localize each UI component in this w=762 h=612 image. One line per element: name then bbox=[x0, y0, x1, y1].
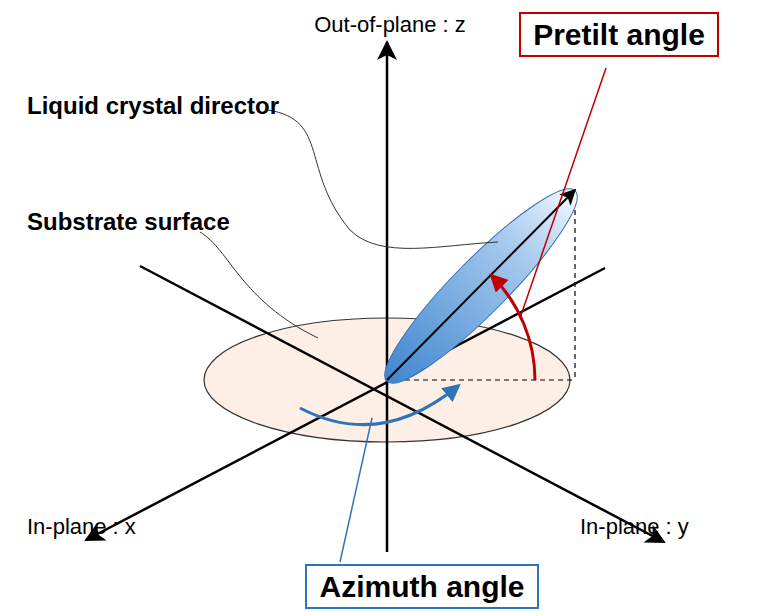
callout-text: Azimuth angle bbox=[319, 570, 524, 603]
callout-text: Pretilt angle bbox=[533, 18, 705, 51]
part-label: Substrate surface bbox=[27, 208, 230, 236]
azimuth-arc bbox=[300, 386, 458, 425]
leader-line bbox=[200, 232, 318, 338]
callout-box: Pretilt angle bbox=[519, 12, 719, 57]
projection-line bbox=[387, 379, 575, 380]
leader-line bbox=[268, 110, 498, 248]
lc-molecule bbox=[368, 172, 595, 400]
y-axis bbox=[140, 266, 664, 542]
director-arrow bbox=[387, 190, 575, 380]
projection-line bbox=[574, 192, 575, 380]
axis-label: Out-of-plane : z bbox=[314, 12, 466, 37]
axis-label: In-plane : x bbox=[27, 514, 136, 539]
part-label: Liquid crystal director bbox=[27, 92, 279, 120]
z-axis bbox=[386, 42, 389, 552]
leader-line bbox=[520, 68, 606, 318]
leader-line bbox=[340, 418, 372, 562]
axis-label: In-plane : y bbox=[580, 514, 689, 539]
x-axis bbox=[86, 268, 605, 540]
callout-box: Azimuth angle bbox=[305, 564, 539, 609]
